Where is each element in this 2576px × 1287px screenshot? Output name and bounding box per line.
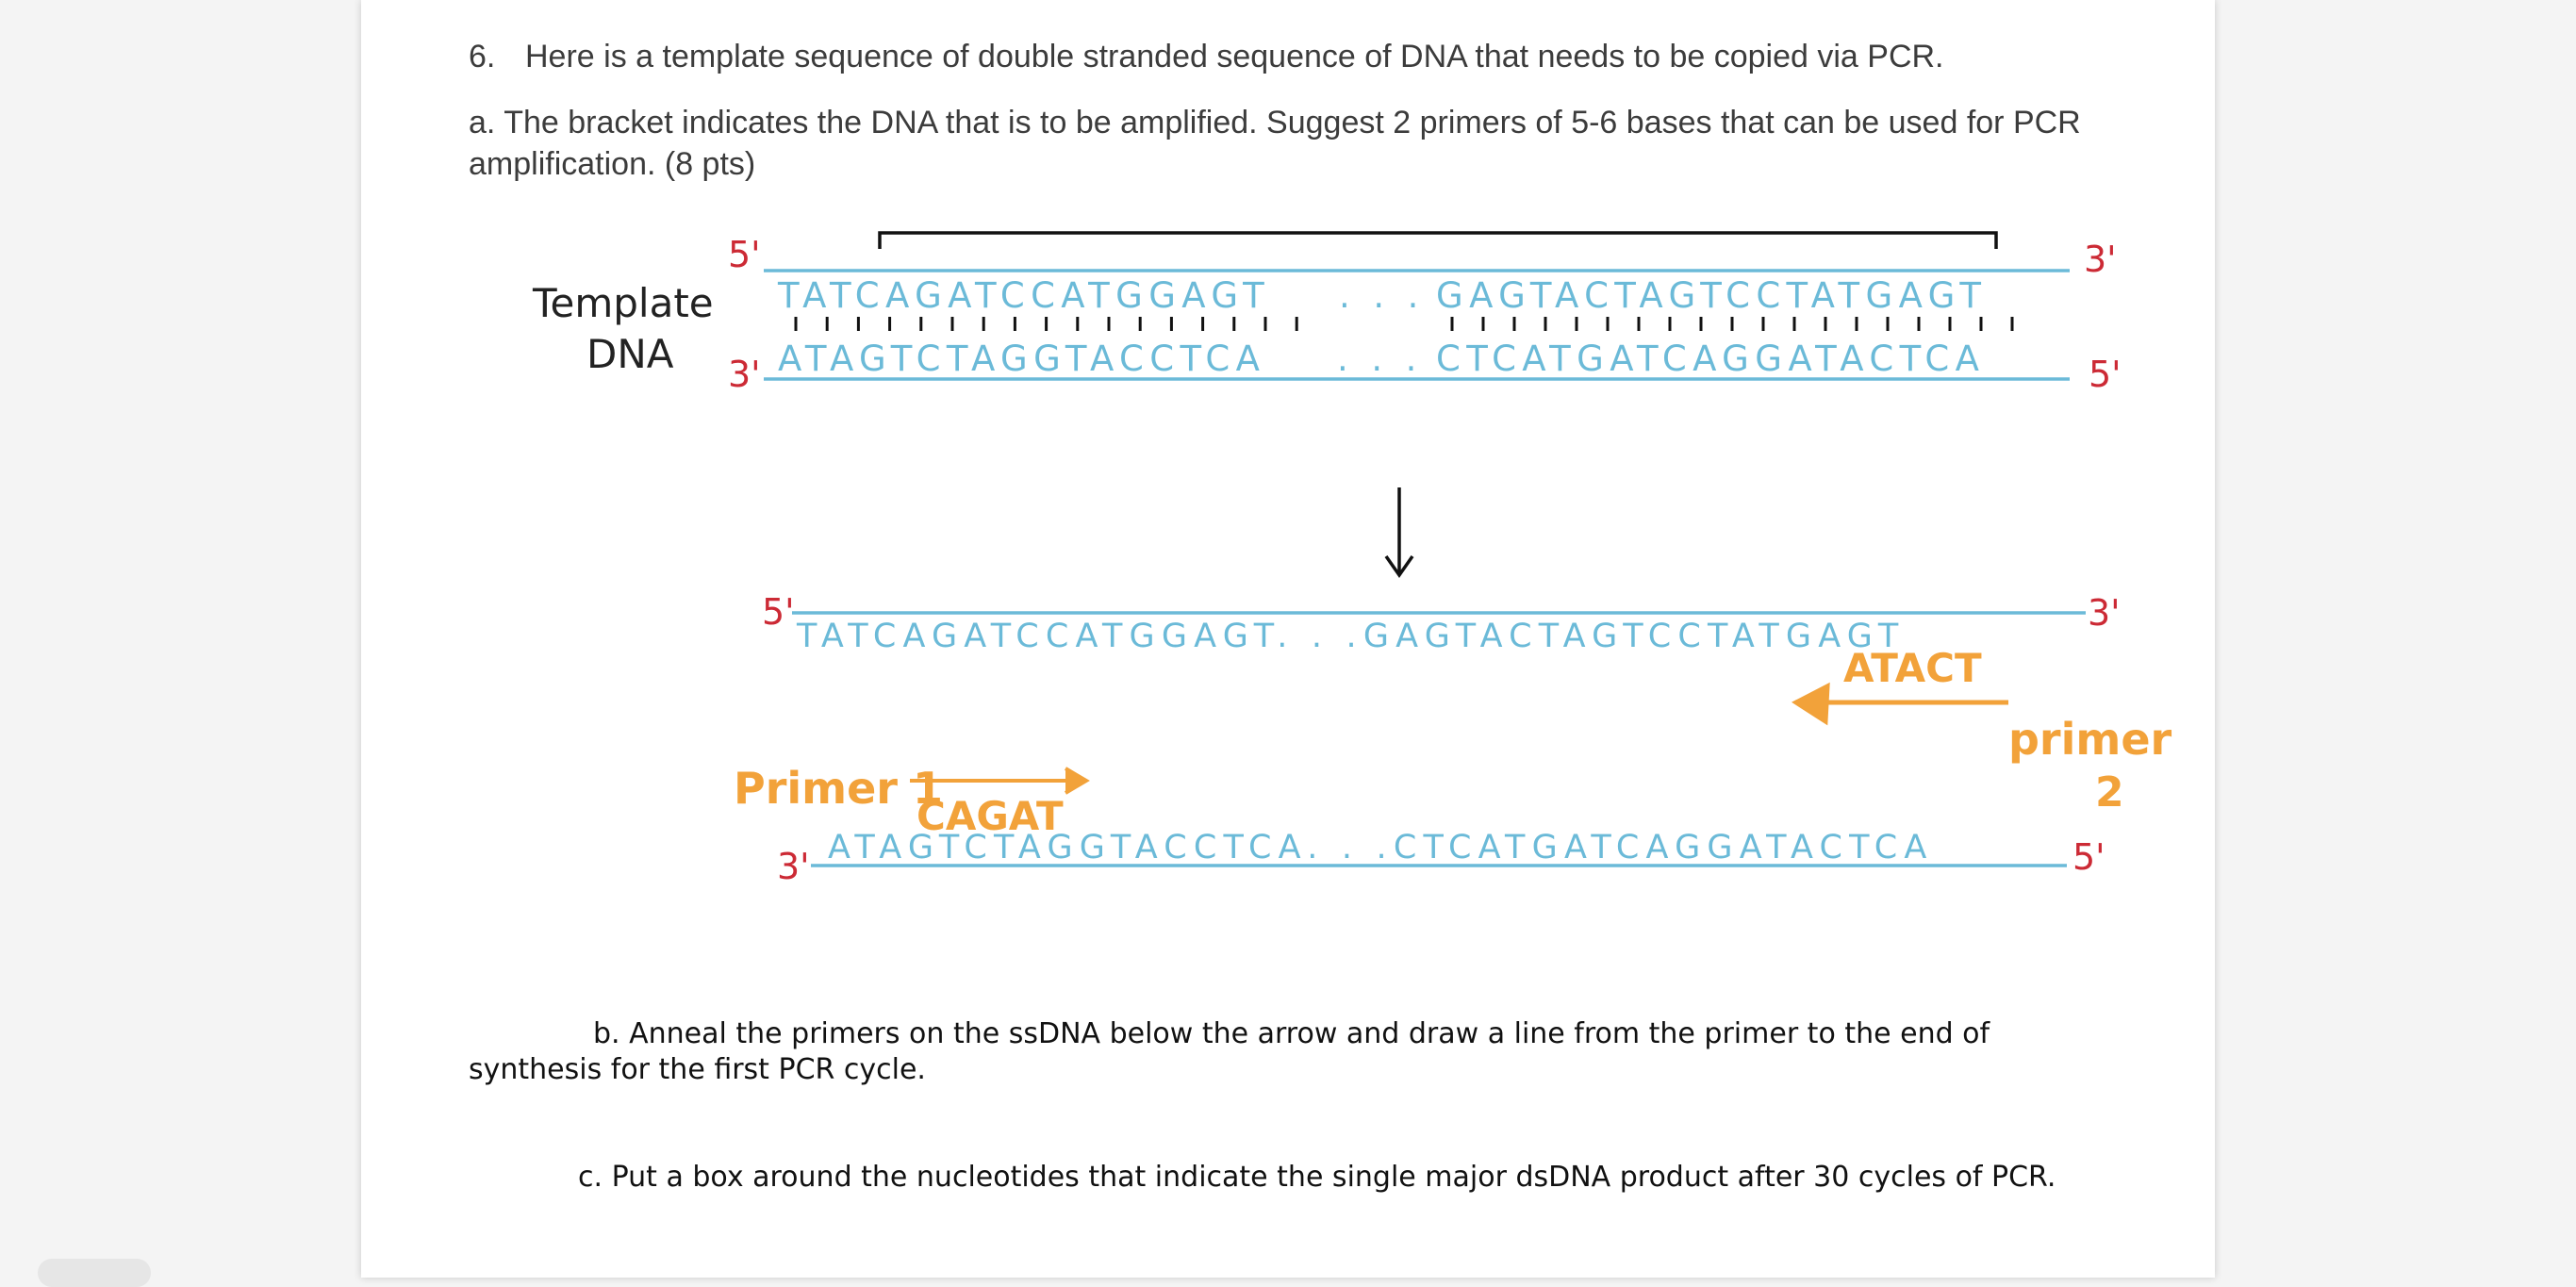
ssdna-bottom-3prime: 3' bbox=[777, 846, 810, 887]
template-bottom-ellipsis: . . . bbox=[1337, 338, 1423, 379]
template-label-line1: Template bbox=[532, 280, 714, 326]
document-page bbox=[361, 0, 2215, 1278]
template-top-ellipsis: . . . bbox=[1339, 275, 1425, 316]
ssdna-bottom-5prime: 5' bbox=[2072, 836, 2105, 878]
question-part-b: b. Anneal the primers on the ssDNA below… bbox=[469, 1017, 1990, 1086]
amplification-bracket bbox=[878, 231, 1998, 249]
question-part-a: a. The bracket indicates the DNA that is… bbox=[469, 105, 2081, 182]
template-bottom-right-seq: CTCATGATCAGGATACTCA bbox=[1436, 338, 1985, 379]
template-label-line2: DNA bbox=[586, 331, 674, 377]
primer1-seq: CAGAT bbox=[916, 793, 1064, 839]
ssdna-top-3prime: 3' bbox=[2088, 592, 2121, 634]
template-top-5prime: 5' bbox=[728, 234, 761, 275]
primer1-label: Primer 1 bbox=[734, 763, 943, 814]
template-bottom-5prime: 5' bbox=[2089, 354, 2122, 395]
page-corner-widget bbox=[38, 1259, 151, 1287]
primer2-seq: ATACT bbox=[1843, 645, 1982, 691]
primer2-number: 2 bbox=[2095, 768, 2124, 817]
question-text: Here is a template sequence of double st… bbox=[525, 39, 1944, 74]
primer2-label: primer bbox=[2008, 714, 2172, 765]
ssdna-top-seq: TATCAGATCCATGGAGT. . .GAGTACTAGTCCTATGAG… bbox=[796, 618, 1905, 655]
base-pair-ticks bbox=[794, 317, 2014, 331]
question-number: 6. bbox=[469, 39, 496, 74]
primer1-arrow bbox=[910, 767, 1090, 795]
template-top-3prime: 3' bbox=[2084, 239, 2117, 280]
question-part-c: c. Put a box around the nucleotides that… bbox=[578, 1161, 2056, 1194]
ssdna-top-5prime: 5' bbox=[762, 591, 795, 633]
primer2-arrow bbox=[1792, 682, 2008, 726]
template-bottom-3prime: 3' bbox=[728, 354, 761, 395]
template-top-left-seq: TATCAGATCCATGGAGT bbox=[777, 275, 1270, 316]
ssdna-bottom-seq: ATAGTCTAGGTACCTCA. . .CTCATGATCAGGATACTC… bbox=[828, 829, 1934, 866]
down-arrow-icon bbox=[1384, 487, 1414, 579]
template-top-right-seq: GAGTACTAGTCCTATGAGT bbox=[1436, 275, 1987, 316]
template-bottom-left-seq: ATAGTCTAGGTACCTCA bbox=[778, 338, 1265, 379]
